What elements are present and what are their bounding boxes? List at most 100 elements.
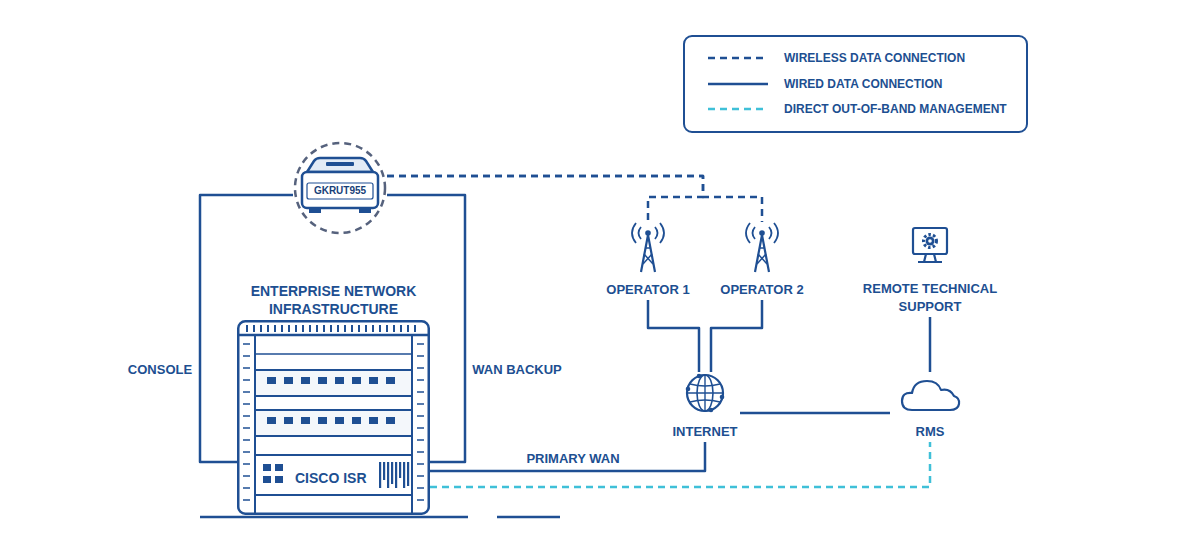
rail-hole [417,379,424,381]
wired-link [740,412,890,415]
rail-hole [243,463,250,465]
port-led [284,377,293,384]
out-of-band-link-sample [708,108,768,111]
wired-link-sample [708,83,768,86]
rail-hole [243,427,250,429]
rail-hole [243,391,250,393]
rail-hole [243,415,250,417]
rail-hole [243,439,250,441]
dashed-ring [295,143,385,233]
vent-slot [414,325,416,332]
vent-slot [386,325,388,332]
globe-parallel [690,384,720,402]
globe-node [709,408,714,413]
connection-label: WAN BACKUP [468,361,566,379]
internet-globe: INTERNET [670,372,740,442]
rail-hole [243,343,250,345]
port-led [263,476,271,483]
router-foot [309,208,321,213]
vent-bar [387,462,389,488]
wired-link [200,195,293,462]
legend-sample [708,53,770,63]
port-led [275,464,283,471]
wired-link [648,300,699,372]
vent-slot [379,325,381,332]
signal-wave [639,227,658,239]
connection-label: PRIMARY WAN [518,450,628,468]
node-icon [237,442,430,497]
monitor-screen [913,228,947,254]
rail-hole [243,355,250,357]
vent-bar [399,462,401,478]
ground-line [200,516,468,519]
port-led [386,417,395,424]
router-body [302,172,378,208]
tower-tip [645,230,651,236]
rail-hole [243,451,250,453]
tower-brace [643,248,653,264]
device-model-label: GKRUT955 [305,185,375,197]
rail-hole [243,499,250,501]
signal-wave [632,223,664,243]
wireless-link [387,176,762,222]
port-led [284,417,293,424]
globe-node [720,395,725,400]
rms-cloud: RMS [890,372,970,442]
operator-tower: OPERATOR 1 [598,222,698,300]
rail-hole [417,499,424,501]
vent-bar [395,462,397,488]
globe-equator [687,392,723,393]
gear-hole [928,239,932,243]
rail-hole [417,439,424,441]
vent-slot [351,325,353,332]
rail-hole [243,367,250,369]
operator-label: OPERATOR 1 [598,281,698,299]
vent-bar [403,462,405,488]
rack-top-bar [237,334,430,337]
vent-slot [267,325,269,332]
vent-slot [407,325,409,332]
internet-label: INTERNET [660,423,750,441]
tower-brace [757,248,767,264]
support-label: REMOTE TECHNICAL SUPPORT [850,280,1010,316]
rack-shelf [255,410,412,436]
globe-outline [687,375,723,411]
legend-label: WIRELESS DATA CONNECTION [784,50,965,66]
router-shelf-frame [255,455,412,495]
legend-label: WIRED DATA CONNECTION [784,76,942,92]
vent-slot [288,325,290,332]
router-slot [326,162,354,166]
rail-hole [243,379,250,381]
vent-slot [393,325,395,332]
vent-slot [344,325,346,332]
port-led [335,417,344,424]
vent-slot [260,325,262,332]
signal-wave [753,227,772,239]
tower-mast [641,235,655,272]
port-led [369,377,378,384]
vent-slot [337,325,339,332]
ground-line [497,516,560,519]
port-led [275,476,283,483]
vent-slot [281,325,283,332]
rail-hole [417,415,424,417]
vent-slot [302,325,304,332]
support-workstation: REMOTE TECHNICAL SUPPORT [850,222,1010,317]
legend-sample [708,79,770,89]
port-led [267,377,276,384]
rail-hole [243,487,250,489]
port-led [369,417,378,424]
vent-slot [295,325,297,332]
legend-sample [708,104,770,114]
router-device: GKRUT955 [293,141,387,235]
operator-tower: OPERATOR 2 [712,222,812,300]
signal-wave [746,223,778,243]
port-led [386,377,395,384]
device-label: CISCO ISR [295,469,379,487]
rail-hole [417,427,424,429]
rail-hole [417,355,424,357]
